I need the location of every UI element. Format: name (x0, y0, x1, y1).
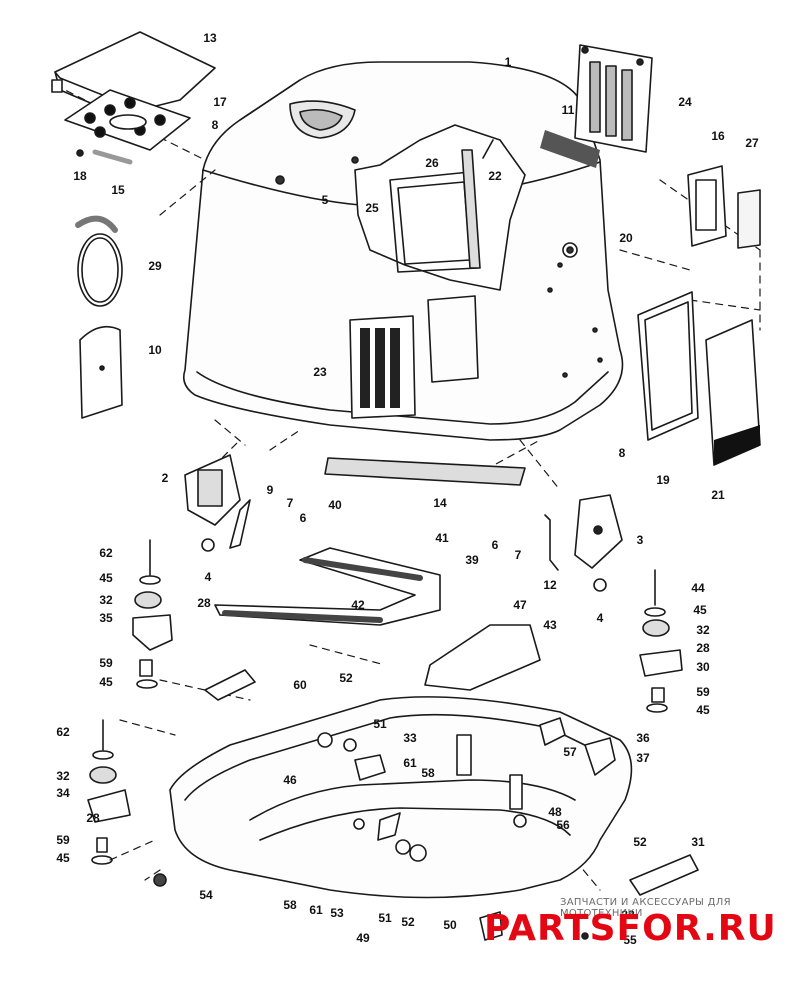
part-label-60: 60 (293, 678, 307, 692)
part-label-2: 2 (161, 471, 169, 485)
part-label-39: 39 (465, 553, 479, 567)
upper-cover (182, 61, 624, 441)
part-label-51a: 51 (373, 717, 387, 731)
part-label-6b: 6 (491, 538, 499, 552)
part-label-59a: 59 (99, 656, 113, 670)
part-label-52a: 52 (339, 671, 353, 685)
intake-lid (51, 31, 216, 165)
part-label-22: 22 (488, 169, 502, 183)
lower-cover (169, 696, 633, 899)
part-label-3: 3 (636, 533, 644, 547)
part-label-7b: 7 (514, 548, 522, 562)
part-label-40: 40 (328, 498, 342, 512)
part-label-28a: 28 (197, 596, 211, 610)
part-label-48: 48 (548, 805, 562, 819)
part-label-23: 23 (313, 365, 327, 379)
part-label-53: 53 (330, 906, 344, 920)
part-label-45e: 45 (56, 851, 70, 865)
part-label-42: 42 (351, 598, 365, 612)
part-label-37: 37 (636, 751, 650, 765)
part-label-31: 31 (691, 835, 705, 849)
part-label-46: 46 (283, 773, 297, 787)
part-label-24: 24 (678, 95, 692, 109)
part-label-32a: 32 (99, 593, 113, 607)
part-label-21: 21 (711, 488, 725, 502)
part-label-52b: 52 (633, 835, 647, 849)
part-label-47: 47 (513, 598, 527, 612)
part-label-59c: 59 (56, 833, 70, 847)
part-label-45d: 45 (696, 703, 710, 717)
part-label-15: 15 (111, 183, 125, 197)
part-label-32b: 32 (696, 623, 710, 637)
part-label-45a: 45 (99, 571, 113, 585)
handle-left (204, 669, 256, 701)
part-label-35: 35 (99, 611, 113, 625)
part-label-27: 27 (745, 136, 759, 150)
part-label-38: 38 (621, 908, 635, 922)
part-label-61b: 61 (309, 903, 323, 917)
part-label-57: 57 (563, 745, 577, 759)
part-label-26: 26 (425, 156, 439, 170)
part-label-41: 41 (435, 531, 449, 545)
part-label-18: 18 (73, 169, 87, 183)
part-label-5: 5 (321, 193, 329, 207)
part-label-28b: 28 (696, 641, 710, 655)
part-label-45c: 45 (99, 675, 113, 689)
part-label-8b: 8 (618, 446, 626, 460)
part-label-54: 54 (199, 888, 213, 902)
part-label-45b: 45 (693, 603, 707, 617)
part-label-6a: 6 (299, 511, 307, 525)
part-label-17: 17 (213, 95, 227, 109)
part-label-11: 11 (561, 103, 575, 117)
part-label-36: 36 (636, 731, 650, 745)
handle-right (629, 854, 699, 896)
part-label-55: 55 (623, 933, 637, 947)
part-label-19: 19 (656, 473, 670, 487)
part-label-16: 16 (711, 129, 725, 143)
part-label-34: 34 (56, 786, 70, 800)
part-label-62a: 62 (99, 546, 113, 560)
part-label-14: 14 (433, 496, 447, 510)
part-label-1: 1 (504, 55, 512, 69)
part-label-10: 10 (148, 343, 162, 357)
part-label-56: 56 (556, 818, 570, 832)
side-panels (637, 165, 761, 466)
mount-hardware (87, 538, 683, 865)
part-label-25: 25 (365, 201, 379, 215)
loose-parts (153, 873, 589, 941)
part-label-58b: 58 (283, 898, 297, 912)
part-label-52c: 52 (401, 915, 415, 929)
part-label-59b: 59 (696, 685, 710, 699)
part-label-61a: 61 (403, 756, 417, 770)
part-label-4b: 4 (596, 611, 604, 625)
part-label-49: 49 (356, 931, 370, 945)
part-label-13: 13 (203, 31, 217, 45)
part-label-50: 50 (443, 918, 457, 932)
side-grille (574, 44, 653, 153)
watermark-text: ЗАПЧАСТИ И АКСЕССУАРЫ ДЛЯ МОТОТЕХНИКИ (560, 897, 731, 919)
part-label-8a: 8 (211, 118, 219, 132)
part-label-33: 33 (403, 731, 417, 745)
part-label-29: 29 (148, 259, 162, 273)
part-label-32c: 32 (56, 769, 70, 783)
part-label-30: 30 (696, 660, 710, 674)
part-label-51b: 51 (378, 911, 392, 925)
part-label-7a: 7 (286, 496, 294, 510)
part-label-28c: 28 (86, 811, 100, 825)
part-label-43: 43 (543, 618, 557, 632)
part-label-44: 44 (691, 581, 705, 595)
cable-and-pouch (75, 215, 123, 419)
seal-strip (324, 457, 526, 486)
part-label-62b: 62 (56, 725, 70, 739)
part-label-9: 9 (266, 483, 274, 497)
part-label-20: 20 (619, 231, 633, 245)
watermark-logo: PARTSFOR.RU (484, 908, 777, 949)
part-label-58a: 58 (421, 766, 435, 780)
latch-assemblies (214, 547, 541, 691)
part-label-12: 12 (543, 578, 557, 592)
brackets (184, 454, 623, 571)
part-label-4a: 4 (204, 570, 212, 584)
